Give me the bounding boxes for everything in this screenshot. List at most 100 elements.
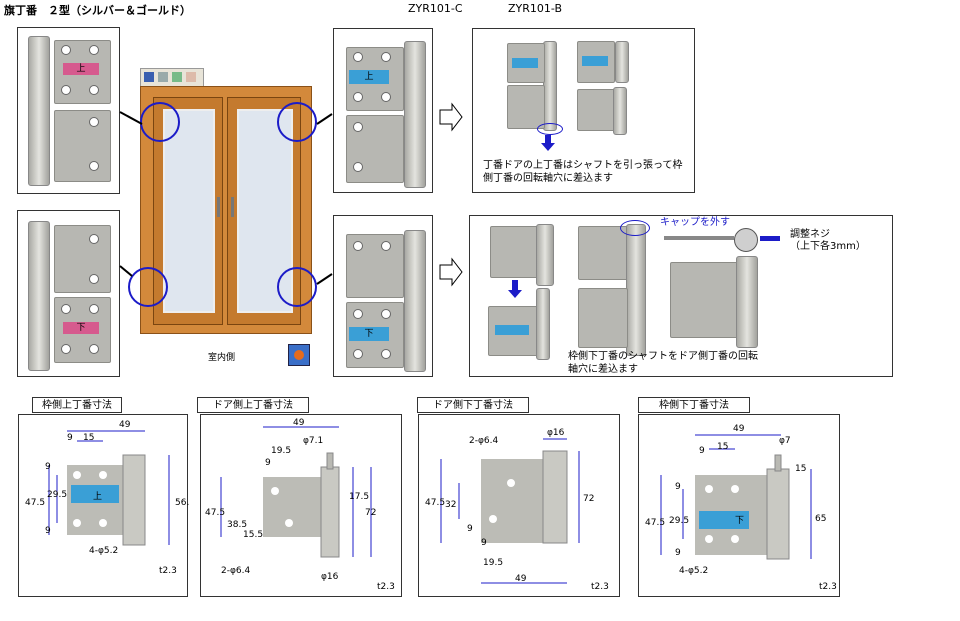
svg-text:15: 15 [795, 464, 806, 474]
drawing-panel-4: 下 49 φ7 9 15 15 9 29.5 47.5 9 65 4-φ5.2 … [638, 414, 840, 597]
svg-text:9: 9 [45, 462, 51, 472]
svg-text:9: 9 [265, 458, 271, 468]
svg-text:9: 9 [45, 526, 51, 536]
svg-text:9: 9 [699, 446, 705, 456]
svg-text:2-φ6.4: 2-φ6.4 [469, 436, 498, 446]
screw-hole [89, 344, 99, 354]
screw-hole [381, 241, 391, 251]
hinge-plate [490, 226, 538, 278]
frame-caption: 室内側 [208, 353, 236, 363]
model-code-b: ZYR101-B [508, 2, 563, 15]
hinge-barrel [28, 221, 50, 371]
screw-hole [381, 92, 391, 102]
hinge-plate [577, 89, 615, 131]
screw-hole [89, 85, 99, 95]
svg-text:29.5: 29.5 [47, 490, 67, 500]
hinge-plate [578, 288, 628, 348]
page-title: 旗丁番 ２型（シルバー＆ゴールド） [4, 4, 191, 17]
hinge-plate [54, 225, 111, 293]
door-glass-left [163, 109, 215, 313]
label-tag-bottom: 下 [63, 322, 99, 334]
svg-text:15.5: 15.5 [243, 530, 263, 540]
cap-note: キャップを外す [660, 217, 730, 228]
svg-text:φ16: φ16 [547, 428, 565, 438]
screw-hole [61, 45, 71, 55]
svg-text:9: 9 [67, 433, 73, 443]
toolbar-icons [140, 68, 204, 88]
photo-door-bottom-hinge: 下 [333, 215, 433, 377]
hinge-plate [507, 43, 545, 83]
hinge-plate [507, 85, 545, 129]
svg-text:72: 72 [365, 508, 376, 518]
hinge-plate [346, 234, 404, 298]
hinge-barrel [615, 41, 629, 83]
step-top-note: 丁番ドアの上丁番はシャフトを引っ張って枠側丁番の回転軸穴に差込ます [483, 160, 683, 184]
drawing-title-2: ドア側上丁番寸法 [197, 397, 309, 413]
hinge-plate [578, 226, 628, 280]
print-icon [172, 72, 182, 82]
svg-text:38.5: 38.5 [227, 520, 247, 530]
hinge-plate: 上 [346, 47, 404, 111]
svg-text:49: 49 [119, 420, 131, 430]
svg-text:19.5: 19.5 [271, 446, 291, 456]
screw-hole [381, 349, 391, 359]
svg-text:t2.3: t2.3 [819, 582, 837, 592]
hinge-plate: 上 [54, 40, 111, 104]
screw-note-2: （上下各3mm） [790, 241, 866, 252]
dim-drawing: 上 49 9 15 9 29.5 47.5 9 56.1 4-φ5.2 t2.3 [25, 420, 195, 576]
install-step-top: 丁番ドアの上丁番はシャフトを引っ張って枠側丁番の回転軸穴に差込ます [472, 28, 695, 193]
screw-hole [61, 85, 71, 95]
hinge-barrel [736, 256, 758, 348]
hinge-barrel [28, 36, 50, 186]
screw-hole [353, 92, 363, 102]
screw-hole [353, 52, 363, 62]
svg-text:9: 9 [481, 538, 487, 548]
svg-text:2-φ6.4: 2-φ6.4 [221, 566, 250, 576]
svg-text:47.5: 47.5 [645, 518, 665, 528]
label-tag-top: 上 [63, 63, 99, 75]
dim-drawing: 下 49 φ7 9 15 15 9 29.5 47.5 9 65 4-φ5.2 … [645, 424, 837, 592]
label-tag-small [582, 56, 608, 66]
screw-hole [89, 45, 99, 55]
hinge-plate [488, 306, 538, 356]
screw-hole [89, 161, 99, 171]
screw-hole [89, 234, 99, 244]
svg-text:47.5: 47.5 [425, 498, 445, 508]
hinge-barrel [536, 288, 550, 360]
screw-hole [61, 344, 71, 354]
dim-drawing: 49 φ7.1 19.5 9 17.5 47.5 38.5 15.5 72 2-… [205, 418, 395, 592]
svg-text:9: 9 [467, 524, 473, 534]
svg-text:上: 上 [93, 491, 102, 502]
svg-text:t2.3: t2.3 [377, 582, 395, 592]
down-arrow-icon [545, 135, 551, 145]
callout-circle [277, 267, 317, 307]
callout-circle [277, 102, 317, 142]
label-tag-top: 上 [349, 70, 389, 84]
svg-text:15: 15 [83, 433, 94, 443]
photo-frame-top-hinge: 上 [17, 27, 120, 194]
down-arrow-head [508, 290, 522, 298]
screw-hole [353, 162, 363, 172]
hinge-barrel [404, 230, 426, 372]
svg-text:19.5: 19.5 [483, 558, 503, 568]
svg-text:32: 32 [445, 500, 456, 510]
hinge-plate [577, 41, 615, 83]
photo-frame-bottom-hinge: 下 [17, 210, 120, 377]
down-arrow-icon [512, 280, 518, 292]
svg-text:15: 15 [717, 442, 728, 452]
install-step-bottom: キャップを外す 調整ネジ （上下各3mm） 枠側下丁番のシャフトをドア側丁番の回… [469, 215, 893, 377]
label-tag-small [495, 325, 529, 335]
callout-circle [140, 102, 180, 142]
drawing-panel-1: 上 49 9 15 9 29.5 47.5 9 56.1 4-φ5.2 t2.3 [18, 414, 195, 597]
photo-door-top-hinge: 上 [333, 28, 433, 193]
svg-text:下: 下 [735, 516, 744, 526]
screw-hole [353, 349, 363, 359]
screw-hole [353, 122, 363, 132]
down-arrow-head [541, 143, 555, 151]
svg-text:49: 49 [293, 418, 305, 428]
drawing-panel-2: 49 φ7.1 19.5 9 17.5 47.5 38.5 15.5 72 2-… [200, 414, 402, 597]
model-code-c: ZYR101-C [408, 2, 463, 15]
drawing-panel-3: φ16 2-φ6.4 47.5 32 9 9 19.5 49 72 t2.3 [418, 414, 620, 597]
hinge-plate: 下 [54, 297, 111, 363]
